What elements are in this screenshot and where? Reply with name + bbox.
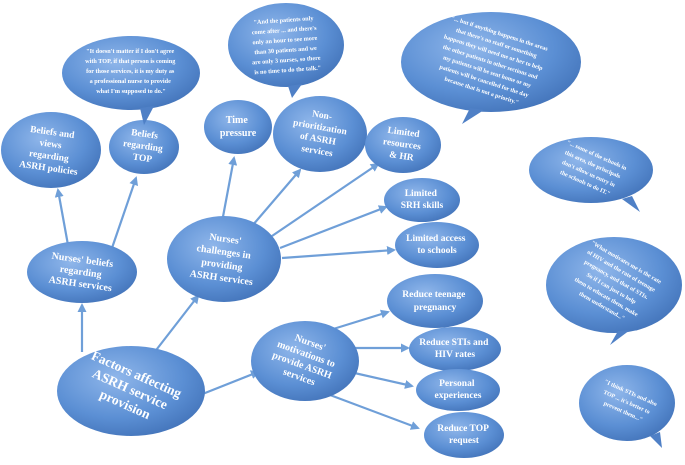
node-beliefs: Nurses' beliefs regarding ASRH services	[27, 241, 137, 303]
node-reduce-stis-label: Reduce STIs and HIV rates	[419, 338, 491, 360]
quote-bubbles: "It doesn't matter if I don't agree with…	[62, 3, 682, 448]
quote-stis: "I think STIs and also TOP ... it's bett…	[579, 365, 675, 448]
quote-top-duty: "It doesn't matter if I don't agree with…	[62, 36, 200, 125]
node-motivations: Nurses' motivations to provide ASRH serv…	[251, 321, 359, 401]
node-personal-experiences-label: Personal experiences	[435, 379, 482, 401]
quote-patients-text: "And the patients only come after ... an…	[249, 15, 323, 77]
node-limited-srh-label: Limited SRH skills	[401, 189, 444, 211]
node-limited-resources-label: Limited resources & HR	[381, 126, 426, 165]
quote-top-duty-text: "It doesn't matter if I don't agree with…	[85, 48, 177, 95]
arrow-challenges-to-nonprio	[251, 168, 302, 227]
concept-nodes: Factors affecting ASRH service provision…	[1, 96, 504, 458]
node-beliefs-views: Beliefs and views regarding ASRH policie…	[1, 112, 101, 188]
node-reduce-stis: Reduce STIs and HIV rates	[409, 327, 501, 371]
node-personal-experiences: Personal experiences	[416, 369, 500, 411]
arrow-challenges-to-access	[281, 246, 396, 260]
node-limited-access: Limited access to schools	[395, 222, 479, 268]
quote-anything-happens: "... but if anything happens in the area…	[401, 12, 581, 124]
arrow-motivations-to-pregnancy	[329, 309, 390, 332]
quote-motivates: "What motivates me is the rate of HIV an…	[546, 237, 682, 345]
node-time-pressure: Time pressure	[204, 100, 272, 154]
node-root: Factors affecting ASRH service provision	[57, 346, 205, 436]
node-challenges: Nurses' challenges in providing ASRH ser…	[167, 216, 281, 302]
node-limited-access-label: Limited access to schools	[406, 234, 468, 256]
arrow-motivations-to-top	[321, 390, 420, 430]
arrow-motivations-to-personal	[349, 370, 414, 389]
arrow-beliefs-to-views	[54, 188, 70, 246]
node-reduce-pregnancy: Reduce teenage pregnancy	[387, 274, 483, 328]
node-limited-resources: Limited resources & HR	[365, 117, 441, 173]
node-reduce-top-label: Reduce TOP request	[437, 424, 491, 446]
node-limited-srh: Limited SRH skills	[384, 178, 460, 222]
arrow-challenges-to-srh	[279, 205, 388, 250]
node-non-prioritization: Non- prioritization of ASRH services	[273, 96, 367, 172]
arrow-root-to-motivations	[199, 370, 260, 397]
connector-arrows	[54, 156, 420, 430]
node-beliefs-top: Beliefs regarding TOP	[109, 120, 179, 174]
arrow-root-to-challenges	[149, 294, 200, 359]
arrow-challenges-to-resources	[271, 162, 380, 237]
arrow-challenges-to-time	[220, 156, 238, 223]
arrow-beliefs-to-top	[110, 176, 138, 249]
quote-patients: "And the patients only come after ... an…	[228, 3, 344, 98]
node-time-pressure-label: Time pressure	[220, 115, 257, 139]
node-reduce-top: Reduce TOP request	[424, 412, 504, 458]
node-reduce-pregnancy-label: Reduce teenage pregnancy	[402, 290, 467, 313]
quote-schools: "... some of the schools in this area, t…	[529, 137, 653, 212]
